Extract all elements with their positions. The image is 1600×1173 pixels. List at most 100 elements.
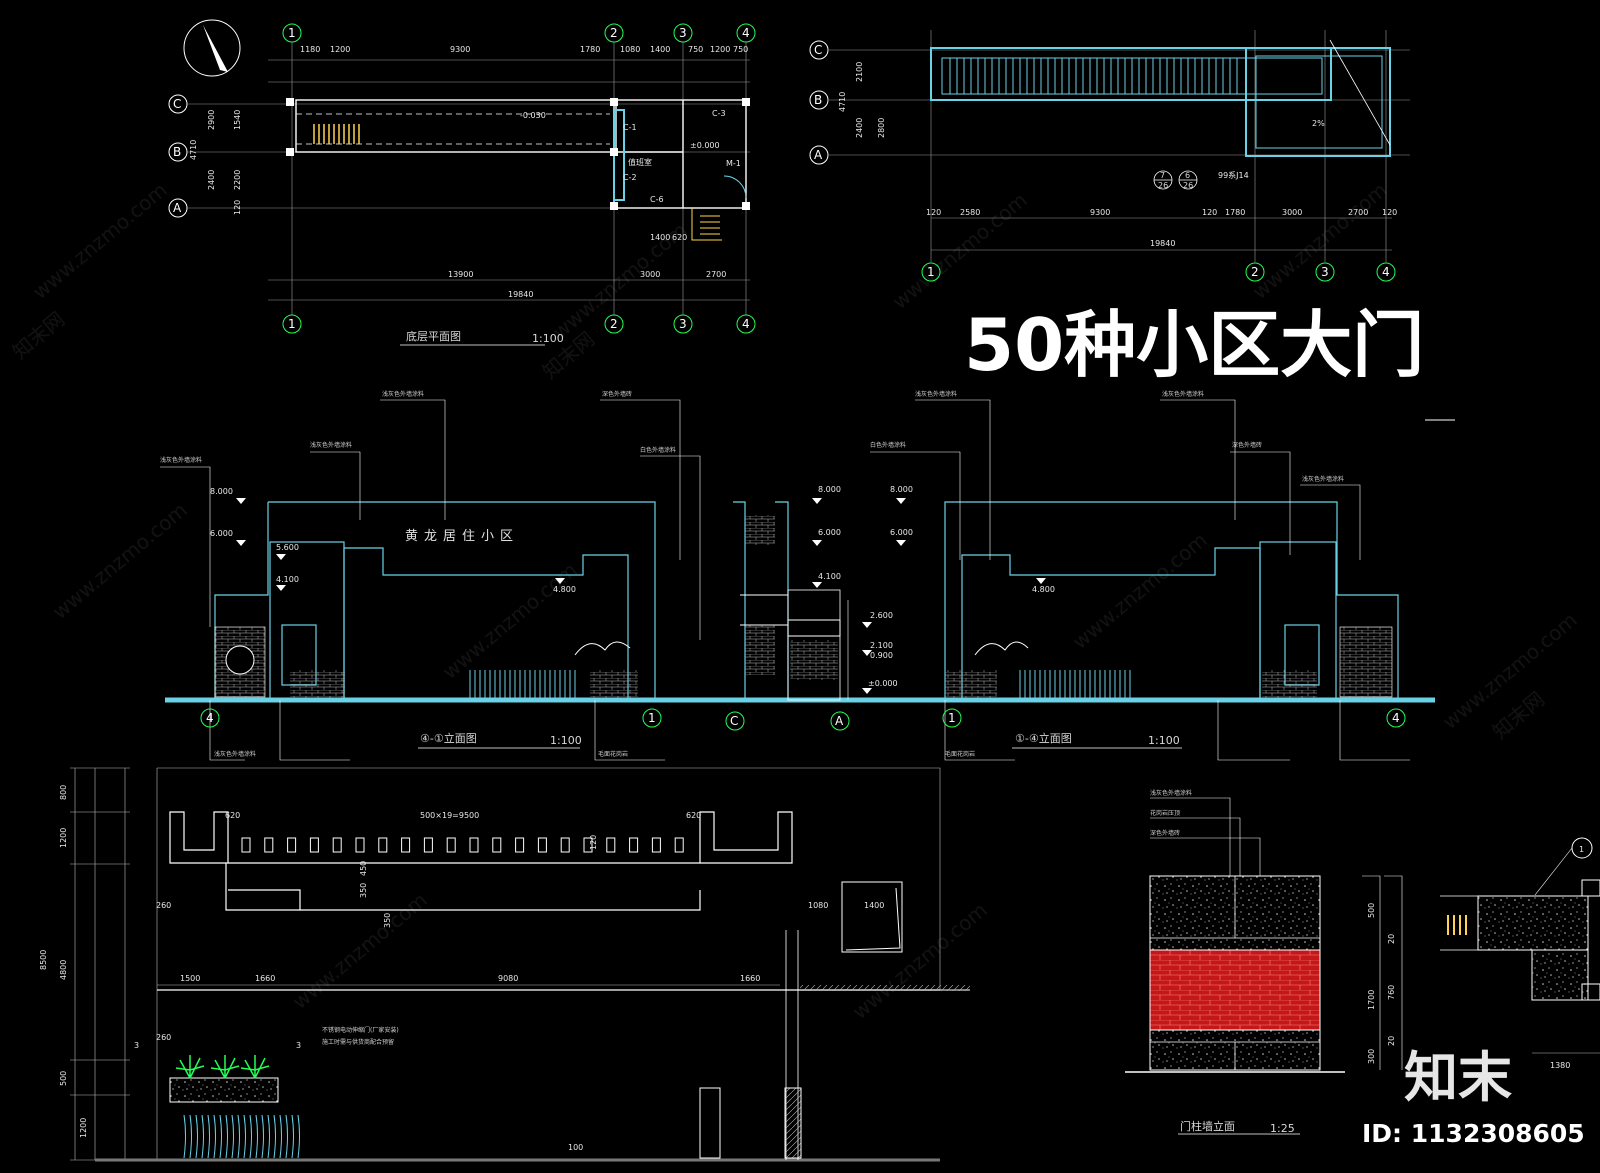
detail-left-dim: 1200 (59, 828, 68, 848)
pillar-plan-dim: 1380 (1550, 1061, 1570, 1070)
detail-mid-dim: 350 (383, 913, 392, 928)
section-axis-label: A (835, 714, 844, 728)
roof-ref: 26 (1158, 181, 1168, 190)
left-elevation: 黄龙居住小区 8.000 6.000 5.600 4.100 4.800 浅灰色… (160, 390, 1435, 761)
elev-level: 4.100 (276, 575, 299, 584)
roof-total-dim: 19840 (1150, 239, 1175, 248)
roof-side-dim: 2400 (855, 118, 864, 138)
vent-slot (378, 837, 388, 853)
plan-axis-label: 4 (742, 26, 750, 40)
roof-slope: 2% (1312, 119, 1325, 128)
plan-room-level: ±0.000 (690, 141, 720, 150)
elev-note: 浅灰色外墙涂料 (1302, 475, 1344, 483)
right-elevation: 8.000 6.000 4.800 白色外墙涂料 浅灰色外墙涂料 浅灰色外墙涂料… (870, 390, 1410, 761)
elev-caption: ①-④立面图 (1015, 731, 1072, 745)
detail-box-dim: 1400 (864, 901, 884, 910)
roof-dim: 9300 (1090, 208, 1110, 217)
elev-level: 6.000 (890, 528, 913, 537)
plan-top-dim: 1180 (300, 45, 320, 54)
vent-slot (583, 837, 593, 853)
plan-axis-label: 1 (288, 26, 296, 40)
elev-level: 4.800 (1032, 585, 1055, 594)
gate-bar (279, 1114, 282, 1159)
detail-box-dim: 1080 (808, 901, 828, 910)
section-axis-label: C (730, 714, 738, 728)
watermark-text: www.znzmo.com (888, 188, 1032, 314)
plan-top-dim: 1780 (580, 45, 600, 54)
plant-shrub (240, 1055, 270, 1079)
roof-axis-label: 4 (1382, 265, 1390, 279)
plan-window-label: C-3 (712, 109, 726, 118)
vent-slot (446, 837, 456, 853)
roof-side-dim: 4710 (838, 92, 847, 112)
plan-bottom-dim: 13900 (448, 270, 473, 279)
gate-bar (189, 1114, 192, 1159)
roof-row-label: C (814, 43, 822, 57)
plan-axis-label: 3 (679, 26, 687, 40)
detail-note: 不锈钢电动伸缩门(厂家安装) (322, 1026, 399, 1034)
detail-left-dim: 4800 (59, 960, 68, 980)
gate-bar (213, 1114, 216, 1159)
detail-bottom-dim: 100 (568, 1143, 583, 1152)
watermark-cn: 知末网 (8, 307, 69, 364)
plan-door-label: M-1 (726, 159, 741, 168)
plan-top-dim: 1200 (710, 45, 730, 54)
pillar-note: 深色外墙砖 (1150, 829, 1180, 837)
plan-axis-label: 4 (742, 317, 750, 331)
vent-slot (332, 837, 342, 853)
elev-note: 浅灰色外墙涂料 (160, 456, 202, 464)
roof-dim: 120 (926, 208, 941, 217)
vent-slot (423, 837, 433, 853)
gate-bar (261, 1114, 264, 1159)
pillar-caption: 门柱墙立面 (1180, 1119, 1235, 1133)
pillar-note: 浅灰色外墙涂料 (1150, 789, 1192, 797)
gate-bar (249, 1114, 252, 1159)
detail-mid-dim: 260 (156, 901, 171, 910)
watermark-text: www.znzmo.com (438, 558, 582, 684)
gate-bar (243, 1114, 246, 1159)
roof-axis-label: 1 (927, 265, 935, 279)
elev-note: 毛面花岗岩 (945, 750, 975, 758)
elev-note: 浅灰色外墙涂料 (915, 390, 957, 398)
plan-top-dim: 1400 (650, 45, 670, 54)
plan-level: -0.030 (520, 111, 546, 120)
detail-top-dim: 500×19=9500 (420, 811, 479, 820)
vent-slot (264, 837, 274, 853)
plan-top-dim: 1080 (620, 45, 640, 54)
plan-side-dim: 4710 (189, 140, 198, 160)
vent-slot (401, 837, 411, 853)
gate-bar (273, 1114, 276, 1159)
detail-left-dim: 800 (59, 785, 68, 800)
pillar-dim: 1700 (1367, 990, 1376, 1010)
gate-bar (207, 1114, 210, 1159)
plan-inner-dim: 620 (672, 233, 687, 242)
plan-row-label: A (173, 201, 182, 215)
gate-bar (201, 1114, 204, 1159)
roof-side-dim: 2100 (855, 62, 864, 82)
elev-level: 8.000 (890, 485, 913, 494)
vent-slot (515, 837, 525, 853)
vent-slot (674, 837, 684, 853)
pillar-dim: 300 (1367, 1049, 1376, 1064)
plan-top-dim: 750 (733, 45, 748, 54)
plan-row-label: B (173, 145, 181, 159)
roof-ref: 26 (1183, 181, 1193, 190)
pillar-dim: 20 (1387, 1036, 1396, 1046)
gate-bar (219, 1114, 222, 1159)
plan-side-dim: 1540 (233, 110, 242, 130)
elev-level: 5.600 (276, 543, 299, 552)
pillar-plan-ref: 1 (1579, 845, 1584, 854)
detail-left-dim: 1200 (79, 1118, 88, 1138)
gate-bar (285, 1114, 288, 1159)
elev-note: 深色外墙砖 (602, 390, 632, 398)
watermark-text: www.znzmo.com (48, 498, 192, 624)
watermark-text: www.znzmo.com (28, 178, 172, 304)
ground-floor-plan: 1 2 3 4 1 2 3 4 C B A (168, 19, 756, 346)
pillar-scale: 1:25 (1270, 1122, 1295, 1135)
vent-slot (629, 837, 639, 853)
plan-side-dim: 2400 (207, 170, 216, 190)
plan-top-dim: 1200 (330, 45, 350, 54)
section-level: 8.000 (818, 485, 841, 494)
gate-bar (231, 1114, 234, 1159)
